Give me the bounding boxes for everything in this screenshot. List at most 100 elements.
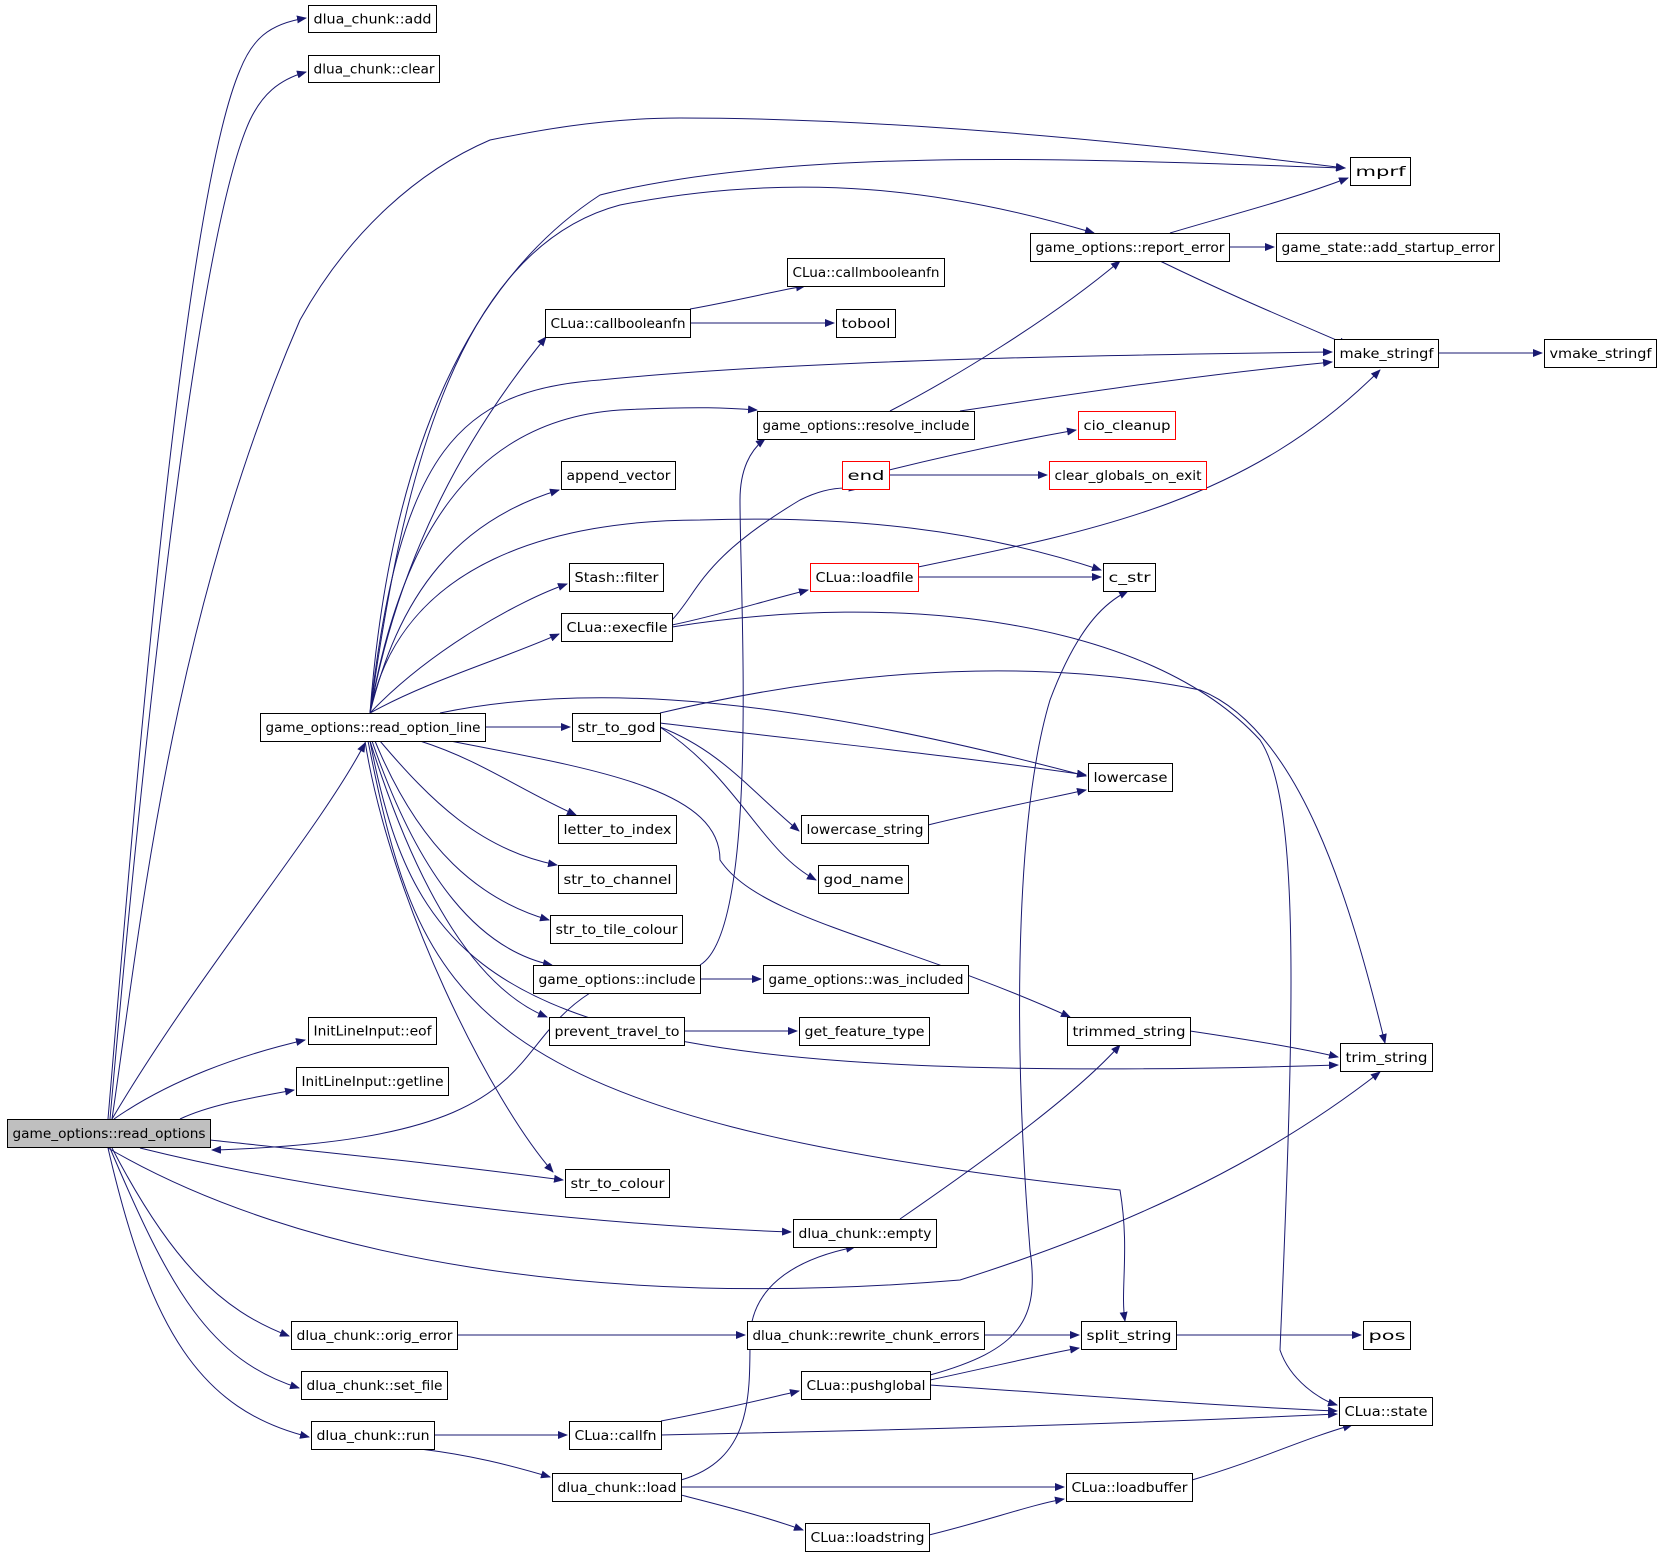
node-end[interactable]: end <box>842 461 890 490</box>
edge-read-options-empty <box>139 1147 792 1236</box>
node-lowercase[interactable]: lowercase <box>1088 763 1173 792</box>
node-pos[interactable]: pos <box>1363 1321 1411 1350</box>
node-label: str_to_colour <box>571 1177 666 1192</box>
node-box <box>801 1371 931 1400</box>
edge-str-to-god-trim-string <box>659 670 1387 1044</box>
edge-callfn-pushglobal <box>660 1389 800 1422</box>
edge-read-options-set-file <box>109 1147 300 1390</box>
node-vmake-stringf[interactable]: vmake_stringf <box>1544 339 1657 368</box>
edge-read-option-line-mprf <box>369 159 1346 714</box>
node-callfn[interactable]: CLua::callfn <box>569 1421 662 1450</box>
node-god-name[interactable]: god_name <box>818 865 909 894</box>
node-lowercase-string[interactable]: lowercase_string <box>801 815 929 844</box>
node-box <box>1544 339 1657 368</box>
node-box <box>550 915 683 944</box>
edge-pushglobal-split-string <box>929 1345 1080 1381</box>
node-label: CLua::loadfile <box>816 571 914 586</box>
node-label: mprf <box>1356 165 1407 180</box>
call-edges <box>107 15 1543 1536</box>
edge-pushglobal-state <box>929 1384 1338 1415</box>
node-get-feature-type[interactable]: get_feature_type <box>799 1017 930 1046</box>
node-box <box>1334 339 1439 368</box>
node-str-to-channel[interactable]: str_to_channel <box>558 865 677 894</box>
node-box <box>1350 157 1411 186</box>
node-str-to-colour[interactable]: str_to_colour <box>565 1169 670 1198</box>
node-load[interactable]: dlua_chunk::load <box>552 1473 682 1502</box>
node-label: clear_globals_on_exit <box>1055 469 1202 484</box>
edge-read-option-line-report-error <box>369 186 1095 714</box>
node-label: CLua::execfile <box>567 621 668 636</box>
node-box <box>763 965 969 994</box>
node-stash-filter[interactable]: Stash::filter <box>569 563 664 592</box>
node-report-error[interactable]: game_options::report_error <box>1030 233 1230 262</box>
node-pushglobal[interactable]: CLua::pushglobal <box>801 1371 931 1400</box>
node-read-option-line[interactable]: game_options::read_option_line <box>260 713 486 742</box>
node-label: prevent_travel_to <box>555 1025 680 1040</box>
edge-read-option-line-str-to-channel <box>379 740 558 868</box>
node-add-startup-error[interactable]: game_state::add_startup_error <box>1276 233 1500 262</box>
node-label: get_feature_type <box>805 1025 925 1040</box>
node-mprf[interactable]: mprf <box>1350 157 1411 186</box>
node-box <box>1078 411 1176 440</box>
node-read-options[interactable]: game_options::read_options <box>7 1119 211 1148</box>
node-resolve-include[interactable]: game_options::resolve_include <box>757 411 975 440</box>
node-append-vector[interactable]: append_vector <box>561 461 676 490</box>
node-eof[interactable]: InitLineInput::eof <box>308 1017 437 1045</box>
node-box <box>810 563 919 592</box>
node-empty[interactable]: dlua_chunk::empty <box>793 1219 937 1248</box>
edge-read-option-line-include <box>371 740 553 968</box>
node-split-string[interactable]: split_string <box>1081 1321 1177 1350</box>
node-box <box>545 309 691 338</box>
node-box <box>1340 1043 1433 1072</box>
node-include[interactable]: game_options::include <box>533 965 701 994</box>
node-callmbooleanfn[interactable]: CLua::callmbooleanfn <box>787 258 945 287</box>
edge-callfn-state <box>660 1410 1338 1436</box>
edge-report-error-make-stringf <box>1159 260 1349 346</box>
edge-loadbuffer-state <box>1191 1423 1353 1481</box>
node-box <box>308 1017 437 1045</box>
node-cio-cleanup[interactable]: cio_cleanup <box>1078 411 1176 440</box>
edge-read-option-line-prevent-travel-to <box>369 740 548 1018</box>
edge-read-option-line-stash-filter <box>369 583 568 714</box>
node-trim-string[interactable]: trim_string <box>1340 1043 1433 1072</box>
node-add[interactable]: dlua_chunk::add <box>308 5 437 33</box>
edge-trimmed-string-trim-string <box>1189 1030 1339 1059</box>
node-str-to-tile-colour[interactable]: str_to_tile_colour <box>550 915 683 944</box>
node-clear-globals[interactable]: clear_globals_on_exit <box>1049 461 1207 490</box>
node-getline[interactable]: InitLineInput::getline <box>296 1067 449 1096</box>
node-prevent-travel-to[interactable]: prevent_travel_to <box>549 1017 685 1046</box>
edge-read-option-line-letter-to-index <box>419 740 577 816</box>
node-label: split_string <box>1087 1329 1172 1344</box>
node-loadstring[interactable]: CLua::loadstring <box>805 1523 930 1552</box>
node-box <box>572 713 661 742</box>
node-c-str[interactable]: c_str <box>1103 563 1156 592</box>
node-was-included[interactable]: game_options::was_included <box>763 965 969 994</box>
edge-load-empty <box>680 1244 856 1481</box>
node-tobool[interactable]: tobool <box>836 309 896 338</box>
node-label: InitLineInput::getline <box>302 1075 444 1090</box>
node-trimmed-string[interactable]: trimmed_string <box>1067 1017 1191 1046</box>
edge-execfile-loadfile <box>671 588 809 626</box>
node-set-file[interactable]: dlua_chunk::set_file <box>301 1371 448 1400</box>
edge-read-options-mprf <box>111 117 1346 1120</box>
node-box <box>805 1523 930 1552</box>
node-str-to-god[interactable]: str_to_god <box>572 713 661 742</box>
node-execfile[interactable]: CLua::execfile <box>561 613 673 642</box>
edge-callbooleanfn-callmbooleanfn <box>689 283 806 310</box>
node-callbooleanfn[interactable]: CLua::callbooleanfn <box>545 309 691 338</box>
node-box <box>296 1067 449 1096</box>
node-loadbuffer[interactable]: CLua::loadbuffer <box>1066 1473 1193 1502</box>
node-make-stringf[interactable]: make_stringf <box>1334 339 1439 368</box>
node-box <box>1276 233 1500 262</box>
node-orig-error[interactable]: dlua_chunk::orig_error <box>291 1321 458 1350</box>
node-state[interactable]: CLua::state <box>1339 1397 1433 1426</box>
edge-str-to-god-lowercase-string <box>659 726 800 832</box>
node-run[interactable]: dlua_chunk::run <box>311 1421 435 1450</box>
node-clear[interactable]: dlua_chunk::clear <box>308 55 440 83</box>
node-loadfile[interactable]: CLua::loadfile <box>810 563 919 592</box>
node-letter-to-index[interactable]: letter_to_index <box>558 815 677 844</box>
node-rewrite-chunk-errors[interactable]: dlua_chunk::rewrite_chunk_errors <box>747 1321 985 1350</box>
node-box <box>787 258 945 287</box>
node-box <box>552 1473 682 1502</box>
